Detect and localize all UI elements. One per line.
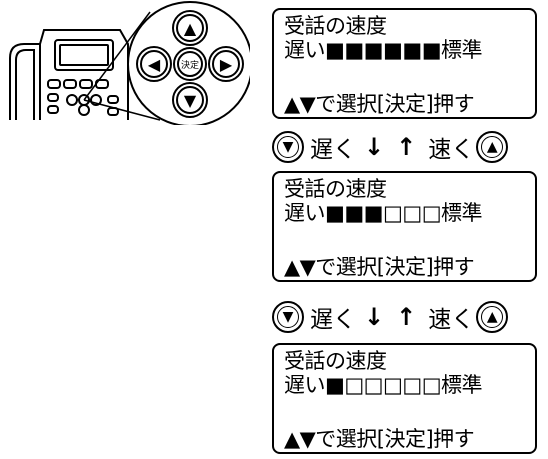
up-arrow-icon: ↑ — [396, 133, 417, 161]
zoom-callout-lines — [83, 11, 161, 121]
screen-title: 受話の速度 — [284, 14, 387, 38]
slower-label: 遅く — [310, 137, 356, 163]
phone-handset — [9, 43, 41, 120]
faster-label: 速く — [428, 137, 475, 163]
up-arrow-icon: ↑ — [396, 303, 417, 331]
speed-level-indicator: 遅い■□□□□□標準 — [284, 373, 483, 397]
up-button-icon: ▲ — [476, 131, 509, 163]
speed-hint-row-2: ▼ 遅く ↓ ↑ 速く ▲ — [272, 299, 540, 335]
screen-title: 受話の速度 — [284, 177, 387, 201]
up-button-icon: ▲ — [184, 19, 197, 38]
down-arrow-icon: ↓ — [364, 133, 385, 161]
screen-instruction: ▲▼で選択[決定]押す — [284, 427, 475, 451]
screen-title: 受話の速度 — [284, 349, 387, 373]
screen-instruction: ▲▼で選択[決定]押す — [284, 92, 475, 116]
phone-body — [39, 29, 129, 120]
speed-level-indicator: 遅い■■■□□□標準 — [284, 201, 483, 225]
down-button-icon: ▼ — [184, 91, 197, 110]
screen-instruction: ▲▼で選択[決定]押す — [284, 255, 475, 279]
down-arrow-icon: ↓ — [364, 303, 385, 331]
display-screen-3: 受話の速度 遅い■□□□□□標準 ▲▼で選択[決定]押す — [272, 343, 537, 454]
display-screen-1: 受話の速度 遅い■■■■■■標準 ▲▼で選択[決定]押す — [272, 8, 537, 119]
display-screen-2: 受話の速度 遅い■■■□□□標準 ▲▼で選択[決定]押す — [272, 171, 537, 282]
down-button-icon: ▼ — [272, 301, 304, 333]
speed-hint-row-1: ▼ 遅く ↓ ↑ 速く ▲ — [272, 129, 540, 165]
down-button-icon: ▼ — [272, 131, 304, 163]
left-button-icon: ◀ — [148, 55, 161, 74]
phone-illustration: ▲ ▼ ◀ ▶ 決定 — [9, 1, 250, 125]
navigation-pad — [136, 10, 244, 118]
speed-level-indicator: 遅い■■■■■■標準 — [284, 38, 483, 62]
slower-label: 遅く — [310, 307, 356, 333]
faster-label: 速く — [428, 307, 475, 333]
center-button-label: 決定 — [181, 59, 199, 71]
right-button-icon: ▶ — [220, 55, 233, 74]
up-button-icon: ▲ — [476, 301, 509, 333]
